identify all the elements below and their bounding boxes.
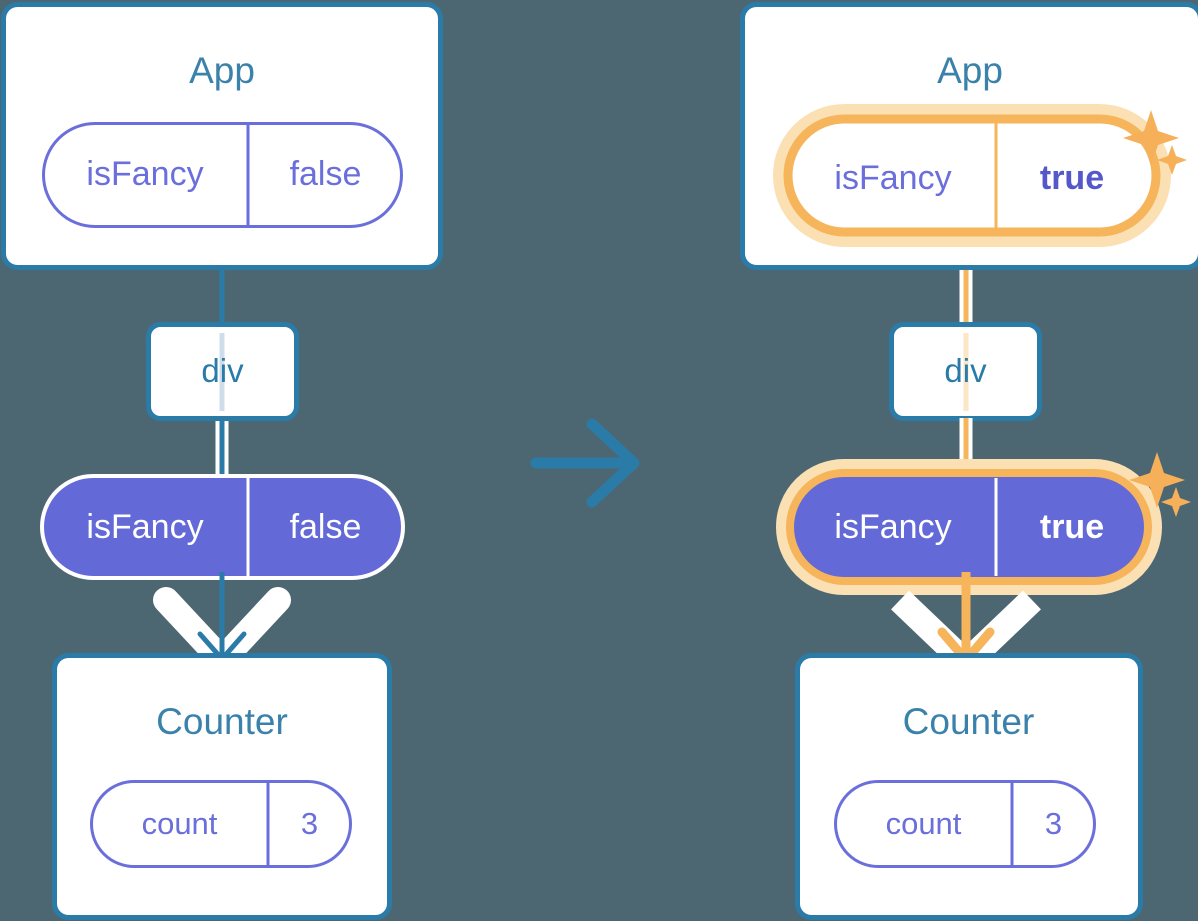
right-prop-pill — [776, 459, 1162, 595]
left-app-state-pill — [42, 122, 403, 228]
right-app-state-pill — [773, 104, 1171, 247]
right-prop-pill-ring — [786, 469, 1152, 585]
right-app-pill-ring — [783, 114, 1161, 237]
transition-arrow-icon — [530, 418, 640, 508]
left-counter-state-pill — [90, 780, 352, 868]
right-counter-state-pill — [834, 780, 1096, 868]
app-sparkle-icon — [1123, 110, 1187, 175]
prop-sparkle-icon — [1129, 452, 1191, 517]
right-app-pill-glow — [773, 104, 1171, 247]
left-prop-pill — [40, 474, 405, 580]
